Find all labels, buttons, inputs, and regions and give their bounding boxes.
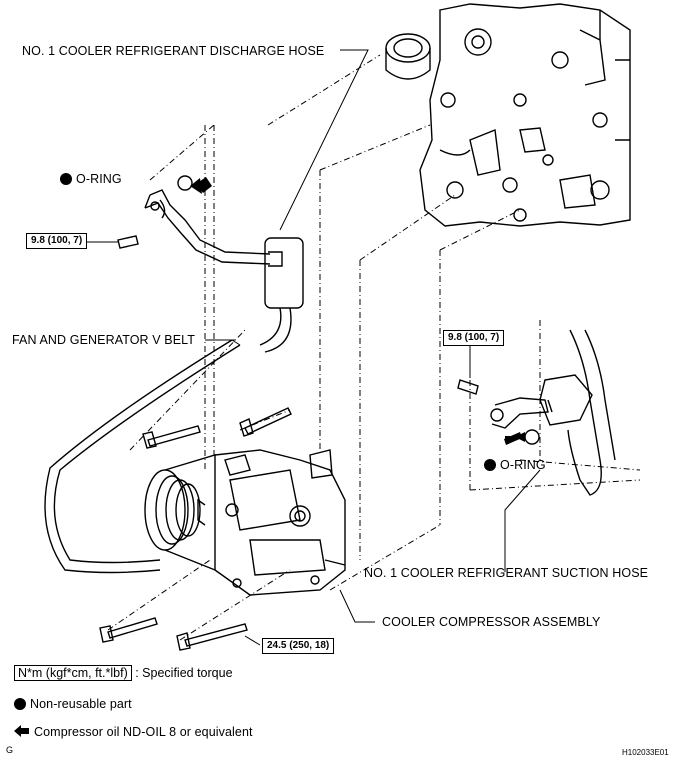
figure-id: H102033E01 [622,748,669,757]
o-ring-right-label: O-RING [484,458,546,472]
legend-non-reusable: Non-reusable part [14,697,132,711]
oil-arrow-icons [190,177,525,445]
non-reusable-dot-icon [60,173,72,185]
compressor-art [144,449,346,596]
legend-torque: N*m (kgf*cm, ft.*lbf) : Specified torque [14,665,233,681]
legend-oil: Compressor oil ND-OIL 8 or equivalent [14,725,253,739]
o-ring-right-art [524,429,540,445]
torque-box-left: 9.8 (100, 7) [26,233,88,249]
engine-block [385,3,631,227]
fan-belt-label: FAN AND GENERATOR V BELT [12,333,195,347]
compressor-label: COOLER COMPRESSOR ASSEMBLY [382,615,601,629]
fan-belt-art [44,339,241,574]
o-ring-top-label: O-RING [60,172,122,186]
non-reusable-dot-icon [484,459,496,471]
torque-box-right: 9.8 (100, 7) [443,330,505,346]
filled-circle-icon [14,698,26,710]
torque-box-compressor: 24.5 (250, 18) [262,638,335,654]
suction-hose-label: NO. 1 COOLER REFRIGERANT SUCTION HOSE [364,566,649,580]
left-arrow-icon [14,725,29,737]
o-ring-top-art [177,175,193,191]
torque-text: : Specified torque [135,666,233,680]
torque-unit: N*m (kgf*cm, ft.*lbf) [14,665,132,681]
compressor-bolts-art [99,407,292,651]
discharge-hose-label: NO. 1 COOLER REFRIGERANT DISCHARGE HOSE [22,44,325,58]
suction-hose-art [490,329,616,496]
page-mark: G [6,745,14,755]
discharge-hose-art [144,189,304,353]
